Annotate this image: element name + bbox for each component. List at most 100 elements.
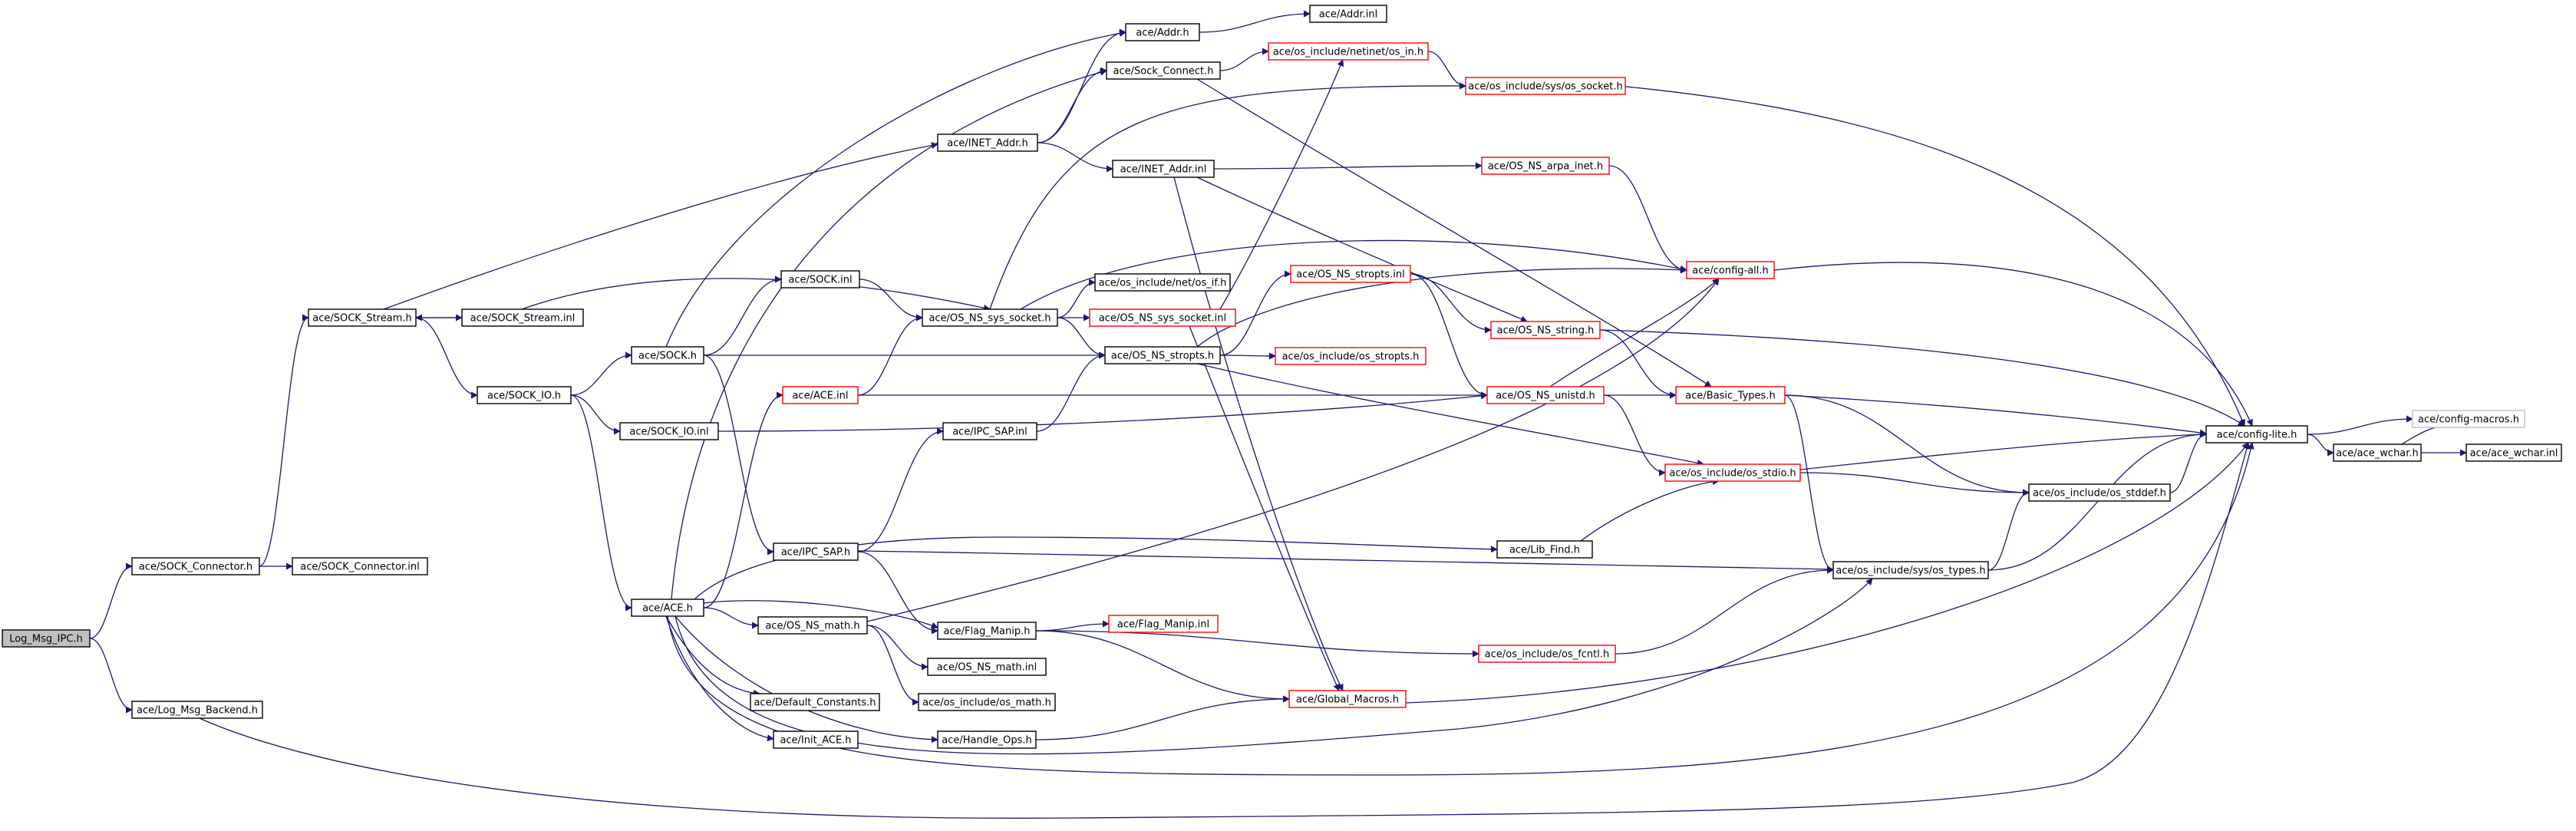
node-label: ace/os_include/os_fcntl.h <box>1485 649 1609 661</box>
node-os-ns-math-inl[interactable]: ace/OS_NS_math.inl <box>927 658 1047 676</box>
edge-line <box>1037 28 1126 143</box>
edge-line <box>665 29 1126 348</box>
node-global-macros[interactable]: ace/Global_Macros.h <box>1288 690 1407 708</box>
node-box <box>1290 265 1411 283</box>
node-ace-wchar-inl[interactable]: ace/ace_wchar.inl <box>2466 444 2562 462</box>
edge-os_include_stddef-to-config_lite <box>2169 430 2207 493</box>
node-sock-io-inl[interactable]: ace/SOCK_IO.inl <box>619 422 719 440</box>
edge-line <box>1784 394 2030 496</box>
node-sock-inl[interactable]: ace/SOCK.inl <box>780 270 860 289</box>
edge-os_ns_sys_socket_inl-to-netinet_os_in <box>1219 59 1344 310</box>
node-netinet-os-in[interactable]: ace/os_include/netinet/os_in.h <box>1268 42 1429 61</box>
edge-sock_h-to-sock_inl <box>703 275 782 356</box>
node-label: ace/SOCK_IO.inl <box>629 427 708 438</box>
edge-inet_addr_h-to-addr_h <box>1037 28 1126 143</box>
node-ace-h[interactable]: ace/ACE.h <box>631 599 704 617</box>
node-os-ns-sys-socket-h[interactable]: ace/OS_NS_sys_socket.h <box>922 308 1058 327</box>
node-box <box>1664 463 1801 482</box>
edge-line <box>866 625 919 706</box>
node-ipc-sap-inl[interactable]: ace/IPC_SAP.inl <box>942 422 1037 440</box>
node-sock-io-h[interactable]: ace/SOCK_IO.h <box>477 386 572 404</box>
node-os-include-stropts[interactable]: ace/os_include/os_stropts.h <box>1275 347 1427 365</box>
node-os-ns-arpa-inet[interactable]: ace/OS_NS_arpa_inet.h <box>1481 157 1610 175</box>
edge-line <box>2169 430 2207 493</box>
node-box <box>937 134 1038 152</box>
edge-sock_io_h-to-sock_h <box>570 351 632 396</box>
edge-line <box>570 394 632 612</box>
edge-line <box>570 394 621 435</box>
edge-line <box>89 638 133 714</box>
node-flag-manip-h[interactable]: ace/Flag_Manip.h <box>937 622 1037 640</box>
edge-line <box>1196 266 1687 348</box>
node-sock-connect-h[interactable]: ace/Sock_Connect.h <box>1106 61 1221 80</box>
node-config-all[interactable]: ace/config-all.h <box>1686 261 1775 279</box>
node-os-include-stddef[interactable]: ace/os_include/os_stddef.h <box>2028 483 2171 502</box>
node-os-ns-sys-socket-inl[interactable]: ace/OS_NS_sys_socket.inl <box>1089 308 1236 327</box>
edge-sock_connect_h-to-netinet_os_in <box>1219 48 1269 71</box>
node-box <box>1089 308 1236 327</box>
edge-os_ns_stropts_inl-to-os_ns_string <box>1410 273 1492 334</box>
edge-line <box>703 607 759 629</box>
edge-line <box>866 278 1720 622</box>
node-label: ace/OS_NS_sys_socket.inl <box>1099 313 1226 325</box>
node-basic-types[interactable]: ace/Basic_Types.h <box>1675 386 1786 404</box>
edge-line <box>1410 273 1488 399</box>
node-label: ace/SOCK.inl <box>788 275 852 286</box>
node-box <box>619 422 719 440</box>
node-box <box>1275 347 1427 365</box>
node-sock-h[interactable]: ace/SOCK.h <box>631 346 704 364</box>
node-sock-stream-h[interactable]: ace/SOCK_Stream.h <box>308 308 417 327</box>
edge-ipc_sap_inl-to-os_ns_stropts_h <box>1036 351 1106 432</box>
node-sys-os-socket[interactable]: ace/os_include/sys/os_socket.h <box>1465 77 1626 95</box>
node-os-ns-unistd[interactable]: ace/OS_NS_unistd.h <box>1486 386 1605 404</box>
node-log-msg-backend[interactable]: ace/Log_Msg_Backend.h <box>131 701 263 719</box>
node-inet-addr-inl[interactable]: ace/INET_Addr.inl <box>1112 160 1215 178</box>
edge-line <box>1773 262 2253 427</box>
node-flag-manip-inl[interactable]: ace/Flag_Manip.inl <box>1108 615 1219 633</box>
edge-line <box>1799 472 2030 496</box>
edge-line <box>1618 85 2246 427</box>
edge-sock_connect_h-to-basic_types <box>1196 78 1712 387</box>
node-sys-os-types[interactable]: ace/os_include/sys/os_types.h <box>1832 561 1989 579</box>
node-config-macros[interactable]: ace/config-macros.h <box>2412 410 2525 428</box>
edge-basic_types-to-os_include_stddef <box>1784 394 2030 496</box>
node-ipc-sap-h[interactable]: ace/IPC_SAP.h <box>773 542 859 561</box>
node-label: ace/os_include/os_stddef.h <box>2033 488 2166 500</box>
node-log-msg-ipc: Log_Msg_IPC.h <box>2 629 91 648</box>
node-default-constants[interactable]: ace/Default_Constants.h <box>750 693 880 711</box>
node-handle-ops[interactable]: ace/Handle_Ops.h <box>937 730 1037 749</box>
node-inet-addr-h[interactable]: ace/INET_Addr.h <box>937 134 1038 152</box>
node-os-include-stdio[interactable]: ace/os_include/os_stdio.h <box>1664 463 1801 482</box>
node-os-ns-math-h[interactable]: ace/OS_NS_math.h <box>757 616 868 635</box>
edge-line <box>1213 162 1483 170</box>
node-os-ns-stropts-inl[interactable]: ace/OS_NS_stropts.inl <box>1290 265 1411 283</box>
edge-flag_manip_h-to-flag_manip_inl <box>1035 620 1110 631</box>
edge-sock_inl-to-os_ns_sys_socket_h <box>859 279 923 322</box>
edge-line <box>1580 478 1720 542</box>
node-config-lite[interactable]: ace/config-lite.h <box>2205 425 2308 444</box>
node-sock-connector-inl[interactable]: ace/SOCK_Connector.inl <box>292 557 428 575</box>
node-os-include-net-if[interactable]: ace/os_include/net/os_if.h <box>1094 273 1231 292</box>
edge-inet_addr_inl-to-global_macros <box>1173 176 1344 691</box>
edge-line <box>1219 352 1276 360</box>
node-init-ace[interactable]: ace/Init_ACE.h <box>773 730 859 749</box>
node-os-include-math[interactable]: ace/os_include/os_math.h <box>918 693 1056 711</box>
node-sock-connector-h[interactable]: ace/SOCK_Connector.h <box>131 557 260 575</box>
node-os-include-fcntl[interactable]: ace/os_include/os_fcntl.h <box>1478 645 1616 663</box>
node-label: ace/OS_NS_stropts.inl <box>1296 269 1405 281</box>
node-addr-h[interactable]: ace/Addr.h <box>1125 23 1200 41</box>
edge-sock_h-to-addr_h <box>665 29 1126 348</box>
node-label: ace/SOCK_Stream.inl <box>470 313 576 325</box>
node-os-ns-stropts-h[interactable]: ace/OS_NS_stropts.h <box>1104 346 1221 364</box>
node-lib-find[interactable]: ace/Lib_Find.h <box>1496 540 1593 559</box>
node-sock-stream-inl[interactable]: ace/SOCK_Stream.inl <box>461 308 584 327</box>
node-ace-wchar-h[interactable]: ace/ace_wchar.h <box>2333 444 2422 462</box>
edge-line <box>1173 176 1344 691</box>
node-addr-inl[interactable]: ace/Addr.inl <box>1309 5 1387 23</box>
edge-ace_h-to-sys_os_types <box>675 578 1873 755</box>
node-ace-inl[interactable]: ace/ACE.inl <box>782 386 859 404</box>
edge-line <box>989 82 1466 310</box>
node-box <box>1104 346 1221 364</box>
edge-ace_wchar_h-to-config_macros <box>2401 421 2449 445</box>
node-os-ns-string[interactable]: ace/OS_NS_string.h <box>1490 321 1601 339</box>
